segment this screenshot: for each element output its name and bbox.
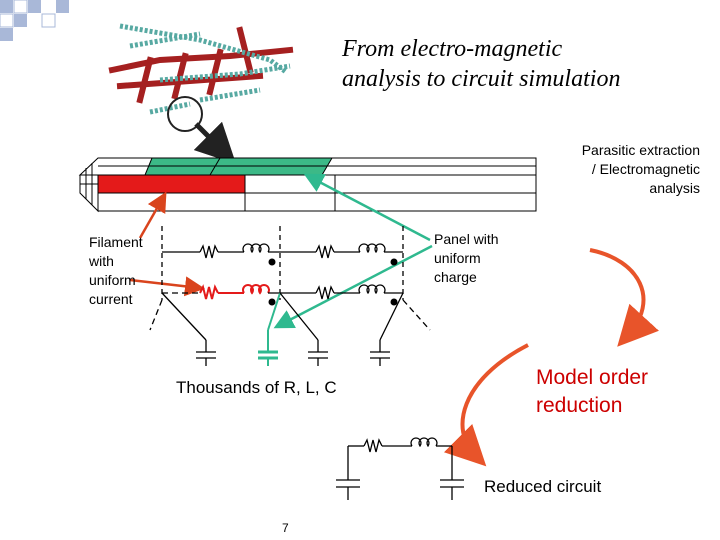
slide-title: From electro-magnetic analysis to circui… [342, 34, 702, 94]
model-order-reduction-label: Model order reduction [536, 364, 648, 420]
panel-arrow [303, 173, 431, 242]
mor-line-1: Model order [536, 366, 649, 389]
panel-line-1: Panel with [434, 231, 499, 247]
detailed-rlc-circuit [149, 226, 431, 366]
filament-line-3: uniform [89, 272, 136, 288]
panel-line-3: charge [434, 269, 477, 285]
filament-line-4: current [89, 291, 133, 307]
interconnect-structure-image [96, 12, 294, 132]
extraction-curve-arrow [589, 248, 659, 347]
conductor-3d-model [78, 157, 537, 213]
reduced-circuit-label: Reduced circuit [484, 477, 602, 496]
filament-line-2: with [89, 253, 114, 269]
filament-line-1: Filament [89, 234, 143, 250]
corner-decoration [0, 0, 69, 41]
parasitic-line-3: analysis [649, 180, 700, 196]
panel-line-2: uniform [434, 250, 481, 266]
page-number: 7 [282, 521, 289, 535]
parasitic-extraction-label: Parasitic extraction / Electromagnetic a… [520, 141, 700, 198]
parasitic-line-2: / Electromagnetic [591, 161, 700, 177]
parasitic-line-1: Parasitic extraction [581, 142, 700, 158]
filament-arrow [138, 191, 167, 239]
thousands-rlc-label: Thousands of R, L, C [176, 378, 337, 397]
mor-line-2: reduction [536, 394, 623, 417]
filament-label: Filament with uniform current [89, 233, 143, 309]
filament-to-circuit-arrow [129, 276, 205, 297]
panel-label: Panel with uniform charge [434, 230, 499, 287]
reduced-circuit [336, 437, 464, 500]
panel-to-capacitor-arrow [273, 244, 433, 329]
slide-title-line-2: analysis to circuit simulation [342, 66, 621, 92]
reduction-curve-arrow [443, 343, 529, 467]
circuit-nodes [268, 258, 398, 306]
slide-title-line-1: From electro-magnetic [342, 36, 563, 62]
zoom-arrow [193, 121, 237, 165]
